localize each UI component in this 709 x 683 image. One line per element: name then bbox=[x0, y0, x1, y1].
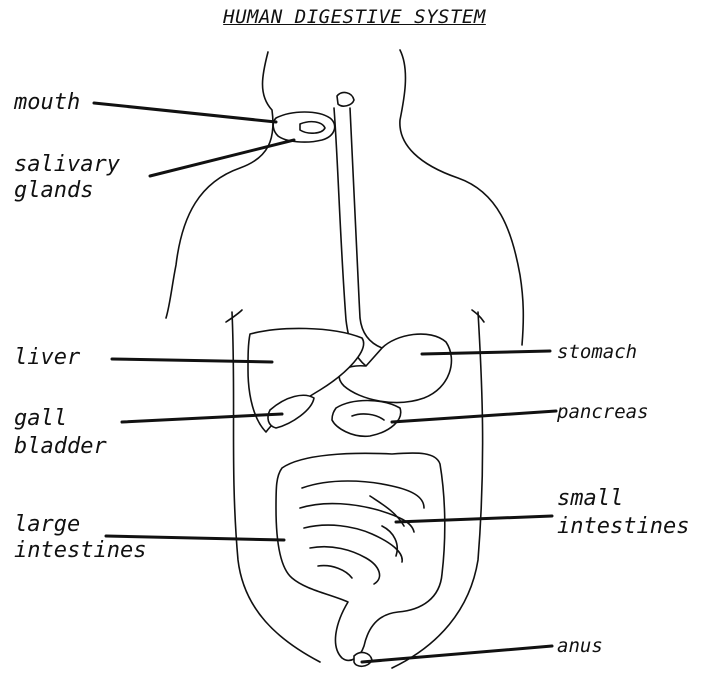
mouth-shape bbox=[273, 93, 354, 143]
label-large: large bbox=[14, 512, 80, 537]
label-liver: liver bbox=[14, 345, 80, 370]
label-mouth: mouth bbox=[14, 90, 80, 115]
label-glands: glands bbox=[14, 178, 93, 203]
esophagus-shape bbox=[334, 108, 382, 366]
anus-shape bbox=[354, 653, 372, 667]
anus-leader-line bbox=[362, 646, 552, 662]
label-pancreas: pancreas bbox=[557, 400, 649, 425]
pancreas-leader-line bbox=[392, 411, 556, 422]
label-gall: gall bbox=[14, 406, 67, 431]
label-stomach: stomach bbox=[557, 340, 637, 365]
pancreas-shape bbox=[332, 401, 401, 437]
label-anus: anus bbox=[557, 634, 603, 659]
label-bladder: bladder bbox=[14, 434, 107, 459]
label-small: small bbox=[557, 486, 623, 511]
large-intestine-shape bbox=[276, 453, 445, 660]
mouth-leader-line bbox=[94, 103, 276, 122]
label-large-intestines: intestines bbox=[14, 538, 146, 563]
label-small-intestines: intestines bbox=[557, 514, 689, 539]
label-salivary: salivary bbox=[14, 152, 120, 177]
salivary-leader-line bbox=[150, 140, 294, 176]
